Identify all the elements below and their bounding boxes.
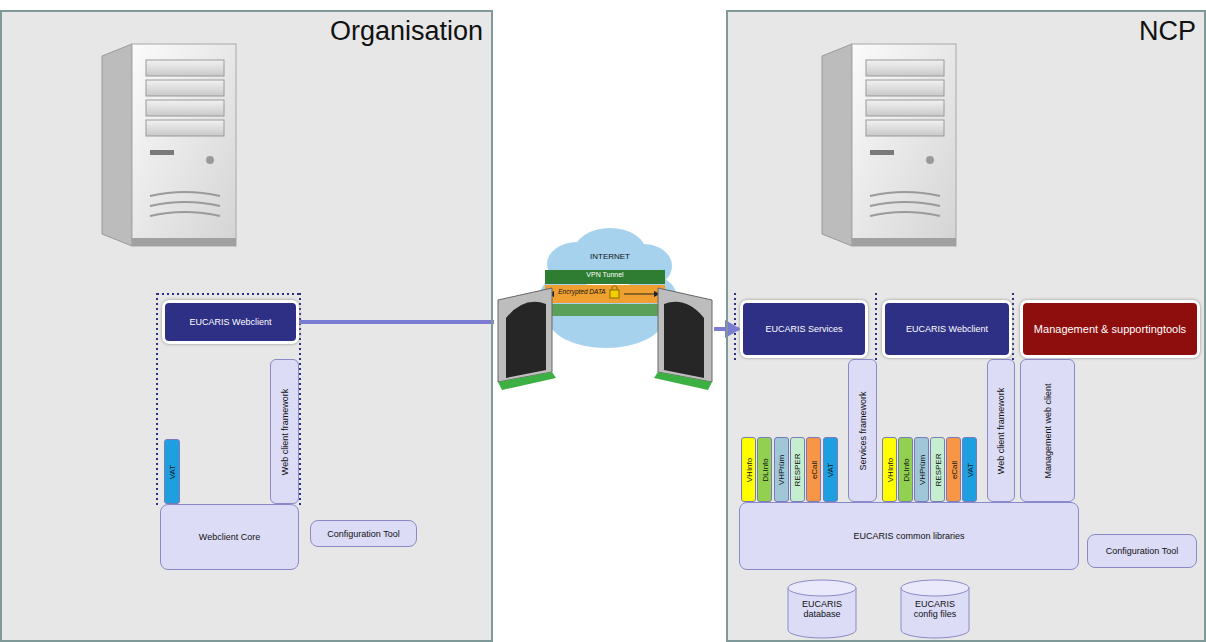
label-text: EUCARIS config files [902,599,968,620]
component-box: EUCARIS common libraries [739,502,1079,570]
label-text: Web client framework [280,388,290,474]
service-box: EUCARIS Services [740,300,868,358]
label-text: VAT [168,464,177,478]
component-box: Webclient Core [160,504,299,570]
label-text: VHInfo [744,457,753,481]
label-text: DLInfo [760,458,769,482]
label-text: EUCARIS Webclient [906,324,988,334]
module-bar: VHInfo [741,437,756,502]
module-bar: VHPrüm [914,437,929,502]
component-box: Configuration Tool [1087,534,1197,568]
module-bar: RESPER [930,437,945,502]
module-bar: VAT [823,437,838,502]
module-bar: eCall [806,437,821,502]
service-box: EUCARIS Webclient [882,300,1012,358]
framework-bar: Web client framework [270,359,299,504]
label-text: Management & supportingtools [1034,323,1186,335]
module-bar: VAT [962,437,977,502]
zone-title: NCP [1139,16,1196,47]
label-text: Configuration Tool [1106,546,1178,556]
label-text: Management web client [1043,383,1053,478]
framework-bar: Management web client [1020,359,1075,502]
label-text: EUCARIS Services [765,324,842,334]
cloud-label: Encrypted DATA [556,288,608,295]
label-text: EUCARIS common libraries [853,531,964,541]
label-text: Webclient Core [199,532,260,542]
label-text: VHPrüm [917,454,926,484]
module-bar: RESPER [790,437,805,502]
label-text: EUCARIS Webclient [190,317,272,327]
connector-arrow [299,322,739,329]
label-text: DLInfo [901,458,910,482]
component-box: Configuration Tool [310,520,417,547]
label-text: Services framework [858,391,868,470]
database-cylinder: EUCARIS config files [900,579,970,639]
cloud-label: VPN Tunnel [545,271,665,278]
label-text: VAT [965,462,974,476]
label-text: VHInfo [885,457,894,481]
zone-panel: OrganisationEUCARIS WebclientWeb client … [0,10,493,642]
cloud-label: INTERNET [560,252,660,261]
label-text: VHPrüm [777,454,786,484]
module-bar: VAT [164,439,180,504]
label-text: eCall [809,460,818,478]
framework-bar: Web client framework [987,359,1015,502]
module-bar: DLInfo [757,437,772,502]
framework-bar: Services framework [848,359,877,502]
service-box: EUCARIS Webclient [162,300,299,344]
tools-box: Management & supportingtools [1020,300,1200,358]
module-bar: DLInfo [898,437,913,502]
label-text: eCall [949,460,958,478]
zone-title: Organisation [330,16,483,47]
label-text: RESPER [793,453,802,486]
label-text: Configuration Tool [327,529,399,539]
label-text: VAT [826,462,835,476]
module-bar: VHPrüm [774,437,789,502]
zone-panel: NCPEUCARIS ServicesEUCARIS WebclientMana… [726,10,1206,642]
label-text: Web client framework [996,387,1006,473]
database-cylinder: EUCARIS database [787,579,857,639]
label-text: EUCARIS database [789,599,855,620]
label-text: RESPER [933,453,942,486]
module-bar: VHInfo [882,437,897,502]
module-bar: eCall [946,437,961,502]
